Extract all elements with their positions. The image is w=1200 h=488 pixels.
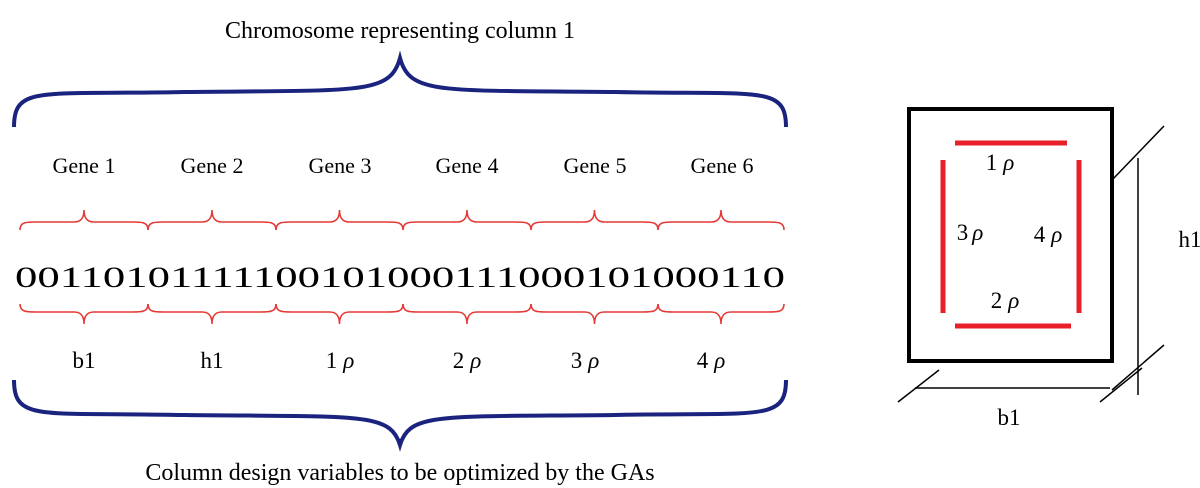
height-dimension-tick-bottom bbox=[1111, 344, 1165, 391]
height-label: h1 bbox=[1179, 227, 1200, 252]
variable-symbol: ρ bbox=[713, 348, 725, 373]
variable-symbol: ρ bbox=[469, 348, 481, 373]
variables-caption: Column design variables to be optimized … bbox=[145, 460, 654, 486]
variable-symbol: b1 bbox=[73, 348, 96, 373]
gene-label: Gene 1 bbox=[53, 153, 116, 178]
gene-label: Gene 2 bbox=[181, 153, 244, 178]
gene-brace-top bbox=[402, 209, 532, 231]
variable-number: 3 bbox=[571, 348, 583, 373]
section-outline bbox=[907, 107, 1114, 363]
chromosome-title: Chromosome representing column 1 bbox=[225, 18, 575, 44]
variable-number: 4 bbox=[697, 348, 709, 373]
variable-number: 1 bbox=[326, 348, 338, 373]
gene-label: Gene 5 bbox=[564, 153, 627, 178]
gene-label-row: Gene 1 Gene 2 Gene 3 Gene 4 Gene 5 Gene … bbox=[53, 153, 754, 178]
width-label: b1 bbox=[998, 405, 1021, 430]
gene-brace-bottom bbox=[402, 303, 532, 325]
gene-brace-top bbox=[530, 209, 659, 231]
height-dimension-tick-top bbox=[1111, 125, 1165, 181]
variable-symbol: ρ bbox=[587, 348, 599, 373]
gene-brace-top bbox=[657, 209, 785, 231]
width-dimension-tick-left bbox=[897, 369, 940, 403]
gene-label: Gene 6 bbox=[691, 153, 754, 178]
chromosome-top-brace bbox=[12, 50, 788, 128]
variable-label: b1 bbox=[73, 348, 96, 373]
variable-symbol: ρ bbox=[342, 348, 354, 373]
variable-label: h1 bbox=[201, 348, 224, 373]
variables-bottom-brace bbox=[12, 379, 788, 452]
gene-brace-top bbox=[19, 209, 149, 231]
gene-brace-top bbox=[275, 209, 404, 231]
gene-brace-bottom bbox=[147, 303, 277, 325]
gene-braces-bottom bbox=[19, 303, 785, 325]
gene-brace-bottom bbox=[19, 303, 149, 325]
width-dimension-tick-right bbox=[1099, 367, 1143, 403]
gene-brace-top bbox=[147, 209, 277, 231]
gene-label: Gene 4 bbox=[436, 153, 499, 178]
gene-braces-top bbox=[19, 209, 785, 231]
gene-brace-bottom bbox=[275, 303, 404, 325]
chromosome-bit-string: 00110101111100101000111000101000110 bbox=[15, 261, 785, 294]
variable-number: 2 bbox=[453, 348, 465, 373]
variable-symbol: h1 bbox=[201, 348, 224, 373]
gene-brace-bottom bbox=[657, 303, 785, 325]
gene-label: Gene 3 bbox=[309, 153, 372, 178]
gene-brace-bottom bbox=[530, 303, 659, 325]
